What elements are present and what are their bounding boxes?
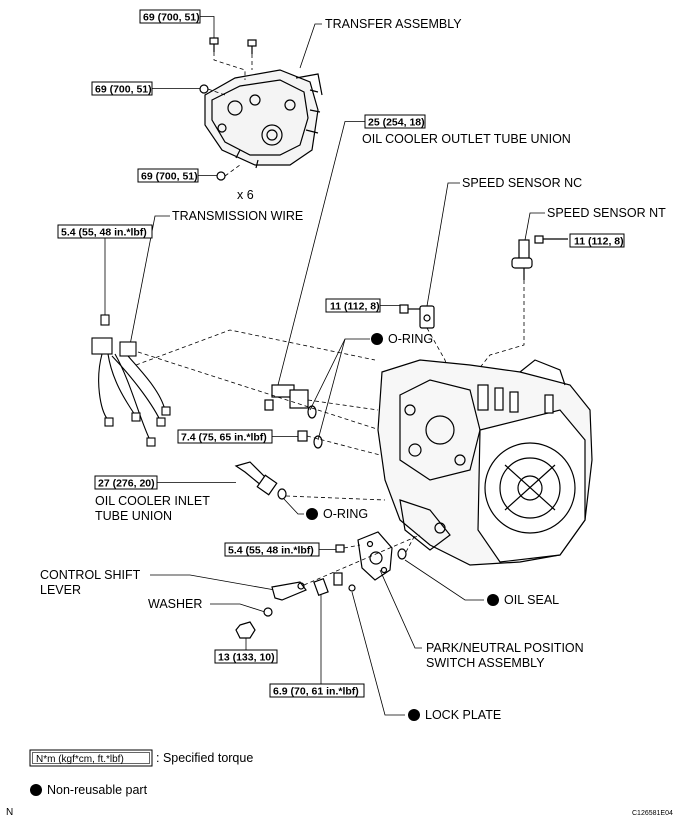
outlet-dashed-leaders xyxy=(306,399,381,456)
torque-box-transfer-top: 69 (700, 51) xyxy=(139,9,215,38)
label-transmission-wire: TRANSMISSION WIRE xyxy=(129,209,303,346)
svg-text:7.4 (75, 65 in.*lbf): 7.4 (75, 65 in.*lbf) xyxy=(181,432,267,444)
wire-dashed-leaders xyxy=(135,329,381,431)
label-control-shift-lever: CONTROL SHIFT LEVER xyxy=(40,568,276,597)
label-park-neutral-switch: PARK/NEUTRAL POSITION SWITCH ASSEMBLY xyxy=(379,569,584,670)
transfer-assembly-illustration xyxy=(204,69,323,169)
torque-box-nut: 13 (133, 10) xyxy=(214,649,278,664)
speed-sensor-nt-illustration xyxy=(511,235,568,280)
torque-box-sensor-nt: 11 (112, 8) xyxy=(569,233,625,248)
label-speed-sensor-nt: SPEED SENSOR NT xyxy=(524,206,666,241)
torque-box-inlet-union: 27 (276, 20) xyxy=(94,475,236,490)
svg-text:TRANSMISSION WIRE: TRANSMISSION WIRE xyxy=(172,209,303,223)
svg-text:69 (700, 51): 69 (700, 51) xyxy=(95,84,152,96)
torque-box-switch: 5.4 (55, 48 in.*lbf) xyxy=(224,542,336,557)
svg-text:11 (112, 8): 11 (112, 8) xyxy=(330,301,380,313)
svg-text:SPEED SENSOR NT: SPEED SENSOR NT xyxy=(547,206,666,220)
svg-text:11 (112, 8): 11 (112, 8) xyxy=(574,236,624,248)
label-inlet-union-line2: TUBE UNION xyxy=(95,509,172,523)
label-oring-lower: O-RING xyxy=(283,498,368,521)
label-transfer-assembly: TRANSFER ASSEMBLY xyxy=(299,17,462,69)
label-oil-seal: OIL SEAL xyxy=(404,559,559,607)
svg-text:N*m (kgf*cm, ft.*lbf): N*m (kgf*cm, ft.*lbf) xyxy=(36,754,124,765)
torque-box-transfer-left: 69 (700, 51) xyxy=(91,81,200,96)
torque-box-sensor-nc: 11 (112, 8) xyxy=(325,298,400,313)
transfer-nut-icon xyxy=(199,84,226,181)
transfer-bolt-icon xyxy=(209,37,257,54)
svg-text:WASHER: WASHER xyxy=(148,597,202,611)
svg-text:6.9 (70, 61 in.*lbf): 6.9 (70, 61 in.*lbf) xyxy=(273,686,359,698)
label-speed-sensor-nc: SPEED SENSOR NC xyxy=(426,176,582,307)
speed-sensor-nc-illustration xyxy=(399,304,435,329)
svg-text:5.4 (55, 48 in.*lbf): 5.4 (55, 48 in.*lbf) xyxy=(61,227,147,239)
svg-text:LOCK PLATE: LOCK PLATE xyxy=(425,708,501,722)
switch-dashed-leaders xyxy=(303,534,421,586)
svg-text:SWITCH ASSEMBLY: SWITCH ASSEMBLY xyxy=(426,656,545,670)
transfer-dashed-leaders xyxy=(207,52,253,177)
legend-non-reusable: Non-reusable part xyxy=(30,783,148,797)
transmission-body-illustration xyxy=(377,359,593,566)
label-oring-upper: O-RING xyxy=(309,332,433,441)
footer-mark: N xyxy=(6,807,13,818)
torque-box-wire: 5.4 (55, 48 in.*lbf) xyxy=(57,224,153,315)
svg-text:TRANSFER ASSEMBLY: TRANSFER ASSEMBLY xyxy=(325,17,462,31)
svg-text:Non-reusable part: Non-reusable part xyxy=(47,783,148,797)
torque-box-transfer-bottom: 69 (700, 51) xyxy=(137,168,217,183)
x6-label: x 6 xyxy=(237,188,254,202)
figure-code: C126581E04 xyxy=(632,810,673,817)
svg-text:: Specified torque: : Specified torque xyxy=(156,751,253,765)
svg-text:27 (276, 20): 27 (276, 20) xyxy=(98,478,155,490)
svg-text:O-RING: O-RING xyxy=(323,507,368,521)
torque-box-lock-bolt: 6.9 (70, 61 in.*lbf) xyxy=(269,595,365,698)
control-shift-lever-illustration xyxy=(271,572,356,601)
svg-text:69 (700, 51): 69 (700, 51) xyxy=(141,171,198,183)
oring-icon xyxy=(307,405,323,449)
svg-text:5.4 (55, 48 in.*lbf): 5.4 (55, 48 in.*lbf) xyxy=(228,545,314,557)
svg-text:69 (700, 51): 69 (700, 51) xyxy=(143,12,200,24)
transmission-wire-illustration xyxy=(91,314,171,447)
svg-text:PARK/NEUTRAL POSITION: PARK/NEUTRAL POSITION xyxy=(426,641,584,655)
inlet-dashed-leaders xyxy=(285,495,386,501)
inlet-union-illustration xyxy=(234,461,287,500)
svg-text:25 (254, 18): 25 (254, 18) xyxy=(368,117,425,129)
svg-text:13 (133, 10): 13 (133, 10) xyxy=(218,652,275,664)
label-washer: WASHER xyxy=(148,597,273,617)
svg-text:SPEED SENSOR NC: SPEED SENSOR NC xyxy=(462,176,582,190)
nut-icon xyxy=(235,621,256,650)
label-lock-plate: LOCK PLATE xyxy=(351,591,501,722)
svg-text:OIL SEAL: OIL SEAL xyxy=(504,593,559,607)
torque-box-outlet-oring: 7.4 (75, 65 in.*lbf) xyxy=(177,429,308,444)
sensor-dashed-leaders xyxy=(426,280,525,396)
label-inlet-union-line1: OIL COOLER INLET xyxy=(95,494,210,508)
legend-torque: N*m (kgf*cm, ft.*lbf) : Specified torque xyxy=(29,749,253,767)
switch-assembly-illustration xyxy=(335,531,407,581)
label-outlet-union: OIL COOLER OUTLET TUBE UNION xyxy=(362,132,571,146)
svg-text:O-RING: O-RING xyxy=(388,332,433,346)
outlet-union-illustration xyxy=(264,384,309,411)
svg-text:CONTROL SHIFT: CONTROL SHIFT xyxy=(40,568,141,582)
torque-box-outlet-union: 25 (254, 18) xyxy=(277,114,426,386)
svg-text:LEVER: LEVER xyxy=(40,583,81,597)
